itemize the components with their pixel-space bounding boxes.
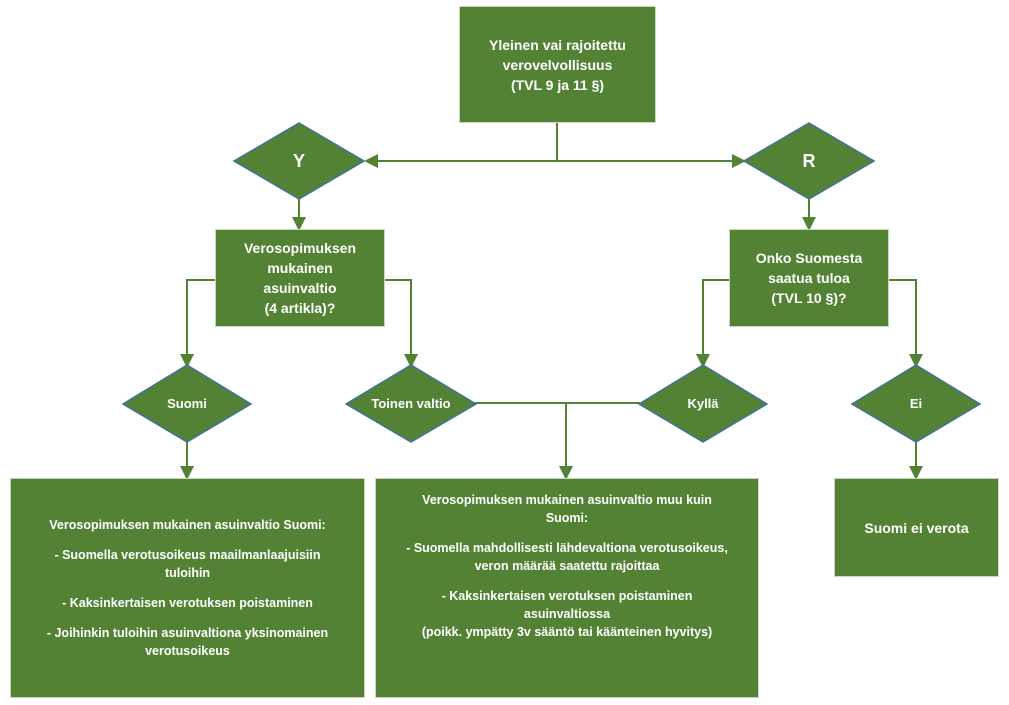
result-line: tuloihin: [164, 566, 211, 580]
root-line: verovelvollisuus: [502, 56, 613, 73]
result-line: - Kaksinkertaisen verotuksen poistaminen: [62, 596, 313, 610]
decision-suomi-shape: [121, 364, 253, 443]
root-box: Yleinen vai rajoitettu verovelvollisuus …: [459, 6, 656, 123]
root-line: Yleinen vai rajoitettu: [489, 36, 626, 53]
decision-kylla-label: Kyllä: [687, 396, 719, 411]
result-line: veron määrää saatettu rajoittaa: [474, 559, 660, 573]
result-line: Suomi ei verota: [864, 519, 969, 536]
question-line: (4 artikla)?: [264, 300, 336, 316]
decision-ei-shape: [850, 364, 982, 443]
result-ei-box: Suomi ei verota: [834, 478, 999, 577]
question-line: asuinvaltio: [263, 280, 337, 296]
result-line: verotusoikeus: [145, 644, 230, 658]
decision-toinen-label: Toinen valtio: [371, 396, 451, 411]
question-line: (TVL 10 §)?: [771, 290, 847, 306]
question-tulo-box: Onko Suomesta saatua tuloa (TVL 10 §)?: [729, 229, 889, 327]
result-line: asuinvaltiossa: [523, 607, 611, 621]
decision-toinen-shape: [344, 364, 478, 443]
result-line: - Joihinkin tuloihin asuinvaltiona yksin…: [46, 626, 329, 640]
result-line: - Suomella mahdollisesti lähdevaltiona v…: [406, 541, 728, 555]
root-line: (TVL 9 ja 11 §): [510, 76, 605, 93]
result-line: - Suomella verotusoikeus maailmanlaajuis…: [54, 548, 321, 562]
result-suomi-box: Verosopimuksen mukainen asuinvaltio Suom…: [10, 478, 365, 698]
question-line: Verosopimuksen: [243, 240, 357, 256]
edge-tulo-to-ei: [888, 279, 923, 368]
result-line: Verosopimuksen mukainen asuinvaltio muu …: [422, 493, 712, 507]
question-line: saatua tuloa: [768, 270, 850, 286]
decision-kylla-shape: [637, 364, 769, 443]
question-line: mukainen: [267, 260, 333, 276]
edge-asuinvaltio-to-toinen: [384, 279, 418, 368]
decision-r-label: R: [802, 150, 816, 171]
edge-asuinvaltio-to-suomi: [180, 279, 216, 368]
question-asuinvaltio-box: Verosopimuksen mukainen asuinvaltio (4 a…: [215, 229, 385, 327]
decision-suomi-label: Suomi: [167, 396, 207, 411]
decision-y-label: Y: [292, 150, 305, 171]
result-line: - Kaksinkertaisen verotuksen poistaminen: [441, 589, 693, 603]
decision-y-shape: [232, 122, 366, 200]
result-muu-box: Verosopimuksen mukainen asuinvaltio muu …: [375, 478, 759, 698]
result-line: (poikk. ympätty 3v sääntö tai käänteinen…: [421, 625, 713, 639]
decision-r-shape: [742, 122, 876, 200]
result-line: Verosopimuksen mukainen asuinvaltio Suom…: [49, 518, 326, 532]
edge-tulo-to-kylla: [696, 279, 730, 368]
decision-ei-label: Ei: [909, 396, 923, 411]
result-line: Suomi:: [545, 511, 589, 525]
question-line: Onko Suomesta: [755, 250, 863, 266]
